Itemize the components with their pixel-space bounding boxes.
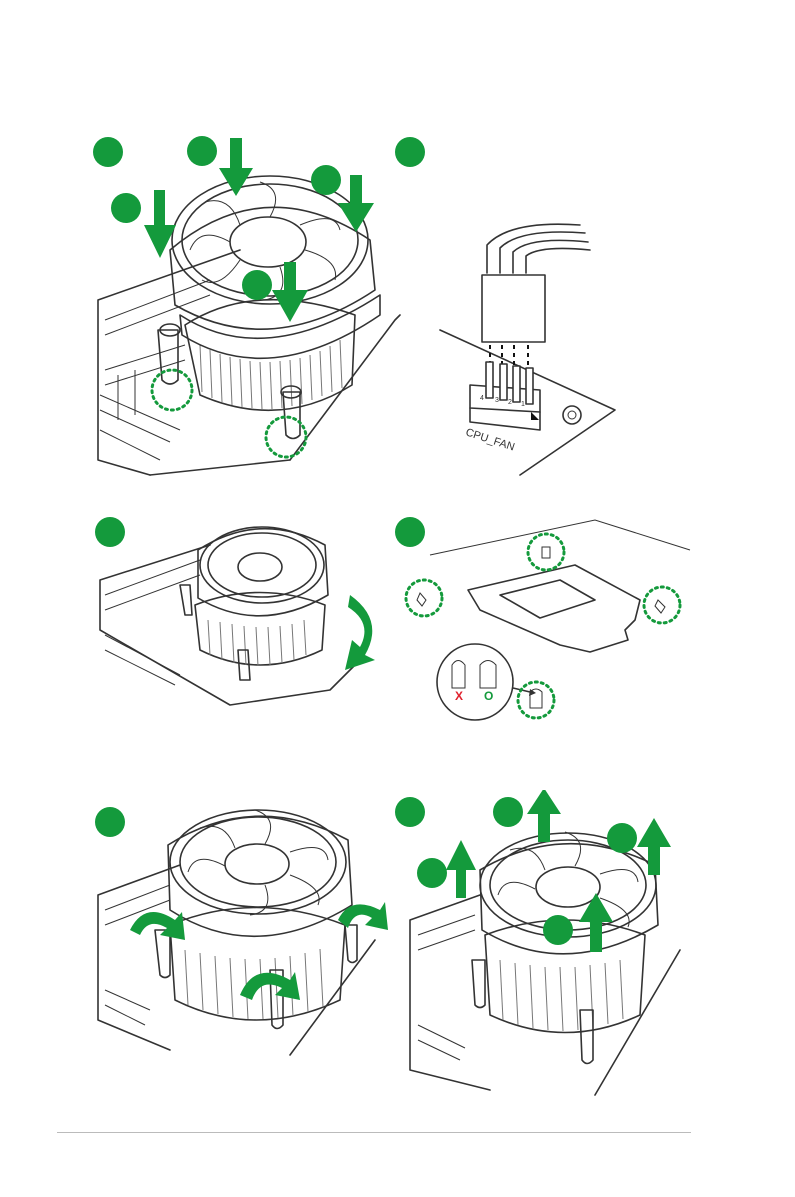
step-badge bbox=[95, 517, 125, 547]
step-badge bbox=[395, 517, 425, 547]
push-badge-3 bbox=[311, 165, 341, 195]
footer-rule bbox=[57, 1132, 691, 1133]
step-badge bbox=[93, 137, 123, 167]
up-arrow-icon bbox=[579, 893, 613, 952]
panel-install-cooler bbox=[90, 130, 410, 490]
pin-number: 2 bbox=[508, 399, 512, 406]
rotate-arrow-icon bbox=[345, 595, 375, 670]
right-mark: O bbox=[484, 689, 493, 703]
down-arrow-icon bbox=[272, 262, 308, 322]
lift-badge-1 bbox=[417, 858, 447, 888]
push-badge-2 bbox=[187, 136, 217, 166]
lift-badge-3 bbox=[607, 823, 637, 853]
wrong-mark: X bbox=[455, 689, 463, 703]
panel-turn-fasteners bbox=[90, 800, 390, 1065]
step-badge bbox=[395, 137, 425, 167]
down-arrow-icon bbox=[338, 175, 374, 232]
down-arrow-icon bbox=[144, 190, 176, 258]
step-badge bbox=[95, 807, 125, 837]
panel-pushpin-check: X O bbox=[390, 510, 695, 730]
down-arrow-icon bbox=[219, 138, 253, 196]
rotate-arrow-icon bbox=[130, 912, 185, 940]
panel-rotate-fasteners bbox=[90, 510, 390, 720]
lift-badge-4 bbox=[543, 915, 573, 945]
panel-fan-connector: CPU_FAN 4 3 2 1 bbox=[390, 130, 630, 480]
push-badge-4 bbox=[242, 270, 272, 300]
fan-header-label: CPU_FAN bbox=[464, 426, 516, 453]
lift-badge-2 bbox=[493, 797, 523, 827]
pin-number: 1 bbox=[521, 401, 525, 408]
rotate-arrow-icon bbox=[338, 902, 388, 930]
up-arrow-icon bbox=[637, 818, 671, 875]
step-badge bbox=[395, 797, 425, 827]
push-badge-1 bbox=[111, 193, 141, 223]
pin-number: 4 bbox=[480, 395, 484, 402]
up-arrow-icon bbox=[446, 840, 476, 898]
panel-lift-cooler bbox=[390, 790, 695, 1100]
pin-number: 3 bbox=[495, 397, 499, 404]
